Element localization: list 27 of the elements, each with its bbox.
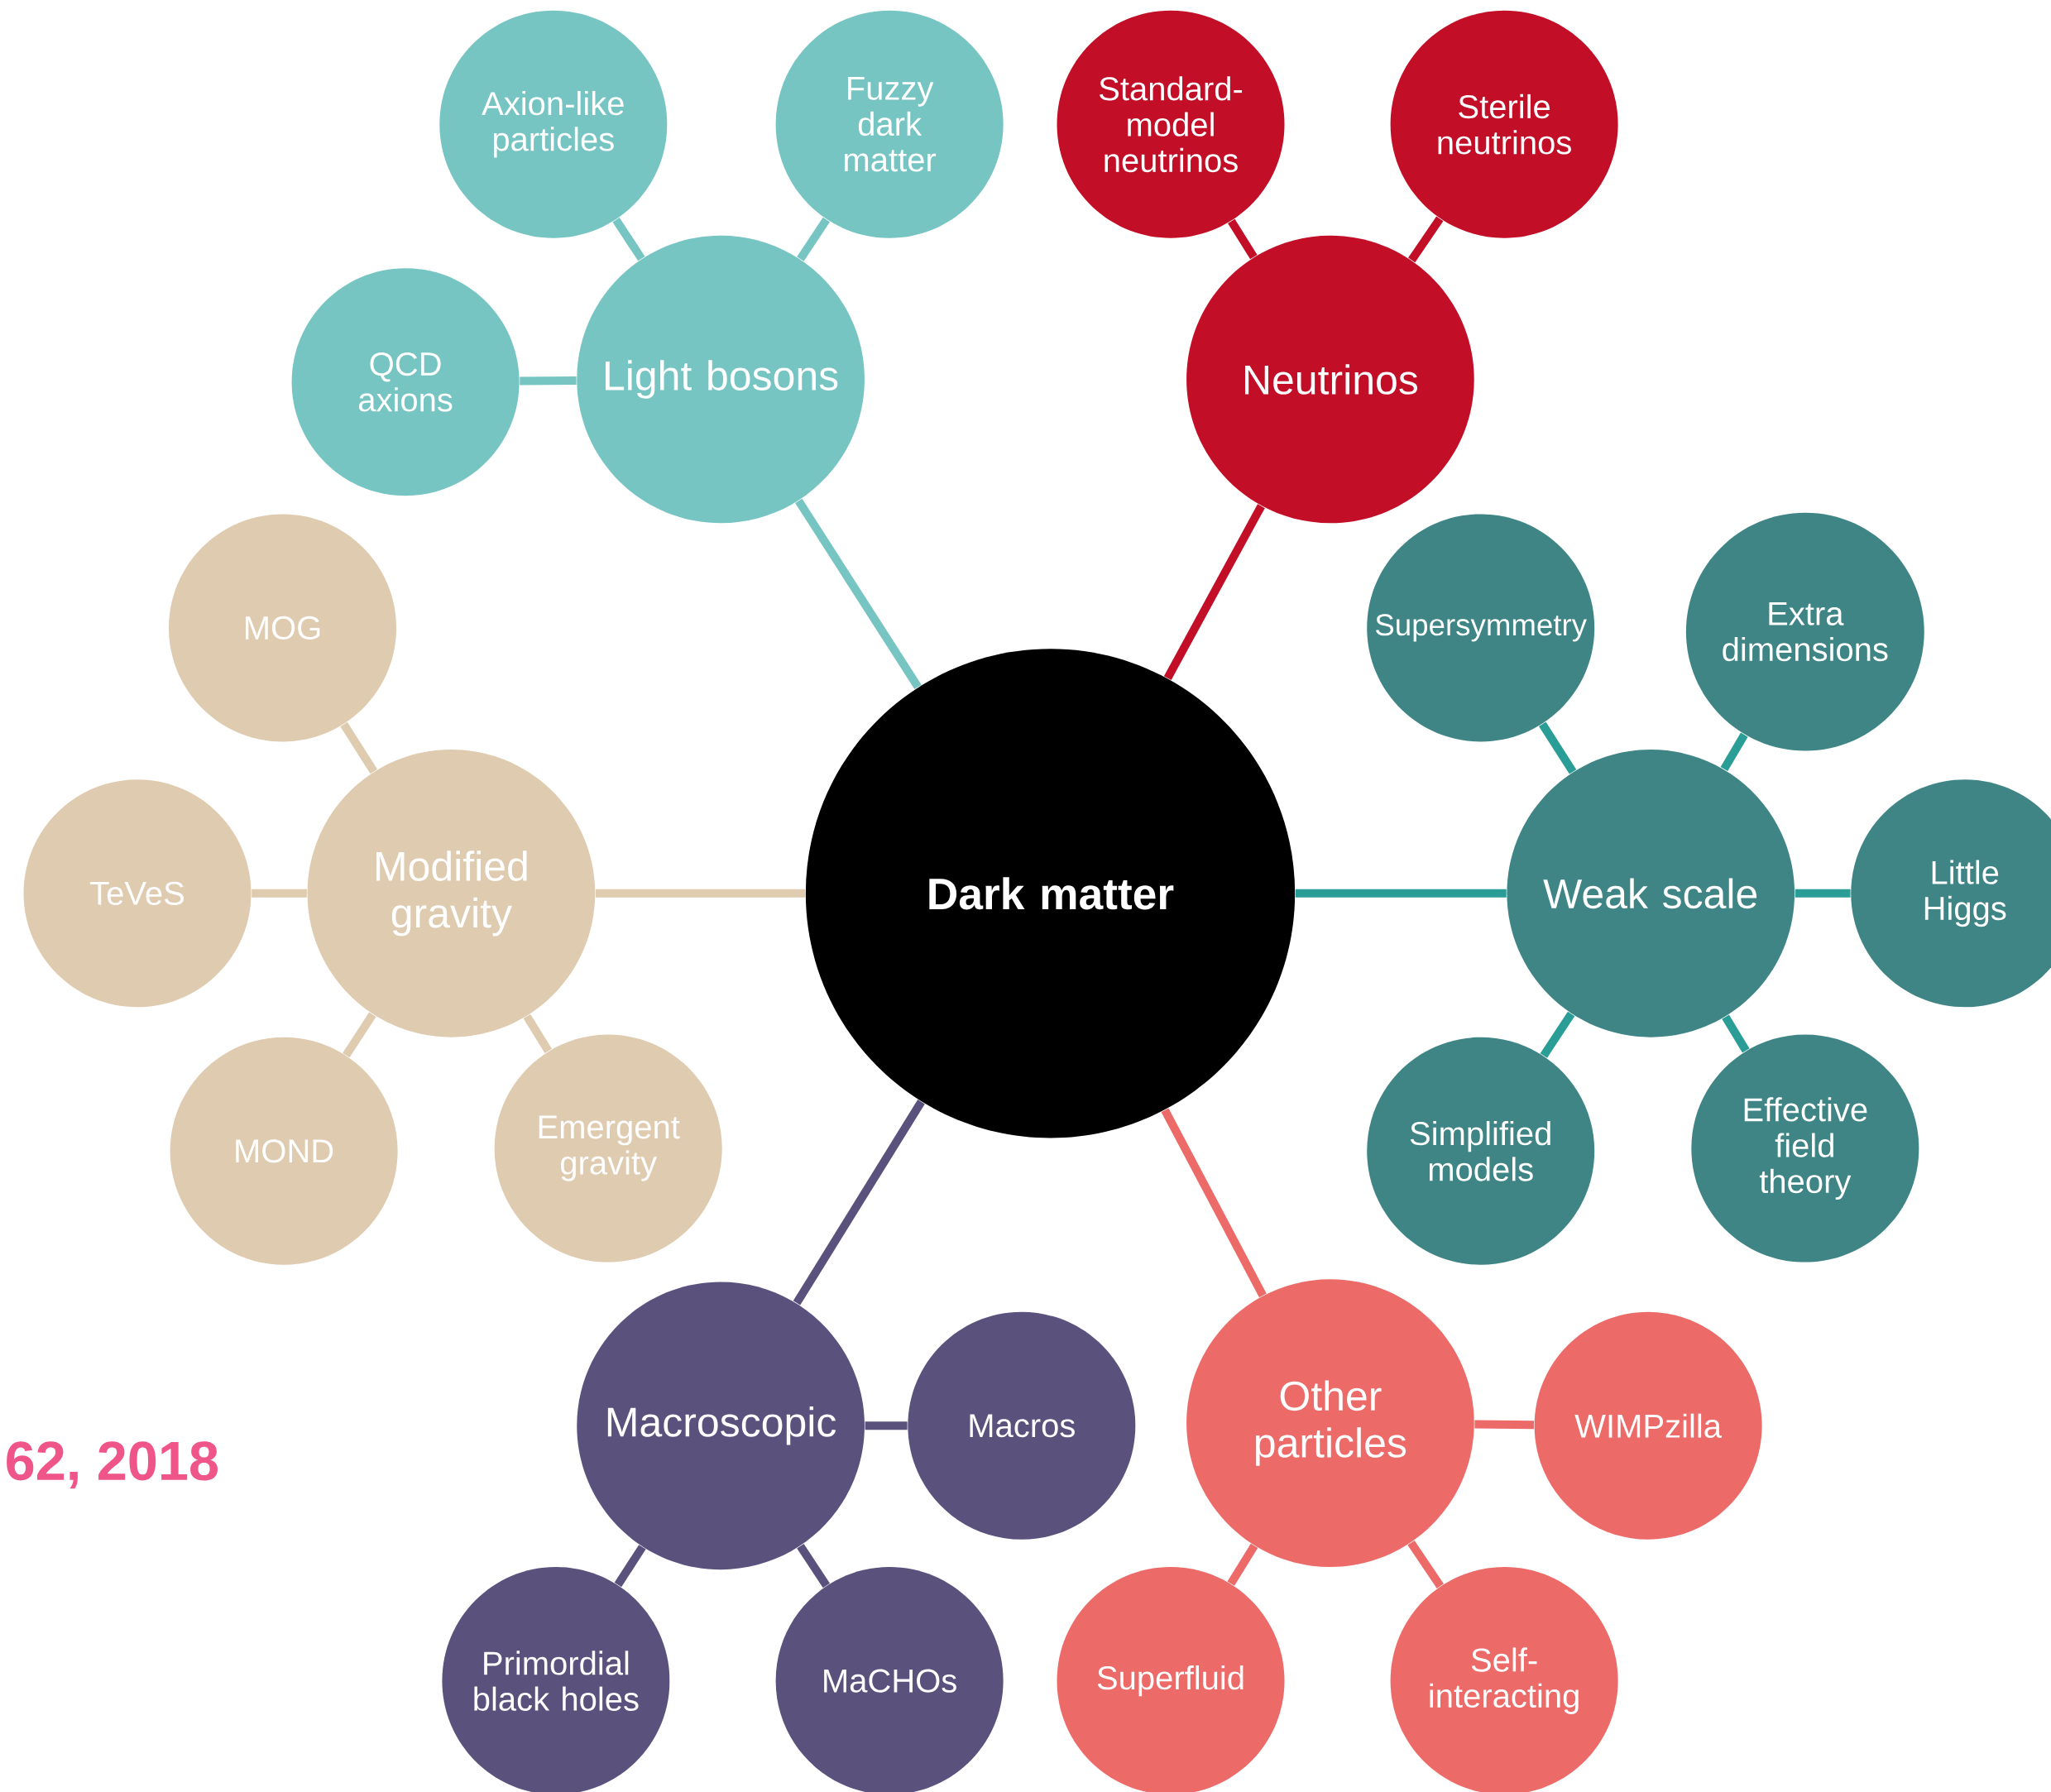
connector-line: [252, 889, 307, 898]
connector-line: [1228, 218, 1258, 260]
connector-line: [1722, 1014, 1750, 1053]
connector-line: [612, 217, 645, 261]
connector-line: [1295, 889, 1507, 898]
connector-line: [614, 1545, 646, 1588]
connector-line: [1408, 216, 1444, 263]
connector-line: [793, 1100, 925, 1306]
connector-line: [1474, 1420, 1534, 1430]
connector-line: [1163, 504, 1265, 680]
connector-line: [1161, 1108, 1267, 1298]
connector-line: [797, 1544, 831, 1588]
connector-line: [1720, 732, 1748, 772]
connector-line: [595, 889, 806, 898]
connector-line: [1227, 1543, 1258, 1586]
connector-line: [1540, 1011, 1575, 1058]
connector-line: [1539, 721, 1577, 774]
connector-line: [523, 1013, 553, 1054]
connector-line: [1795, 889, 1851, 898]
connector-line: [797, 217, 831, 261]
connector-line: [520, 376, 577, 386]
connector-line: [865, 1421, 908, 1430]
connector-line: [795, 498, 922, 690]
connector-line: [1407, 1540, 1444, 1588]
citation-text: 62, 2018: [7, 1441, 218, 1489]
connector-line: [340, 721, 378, 774]
connector-line: [343, 1012, 376, 1058]
